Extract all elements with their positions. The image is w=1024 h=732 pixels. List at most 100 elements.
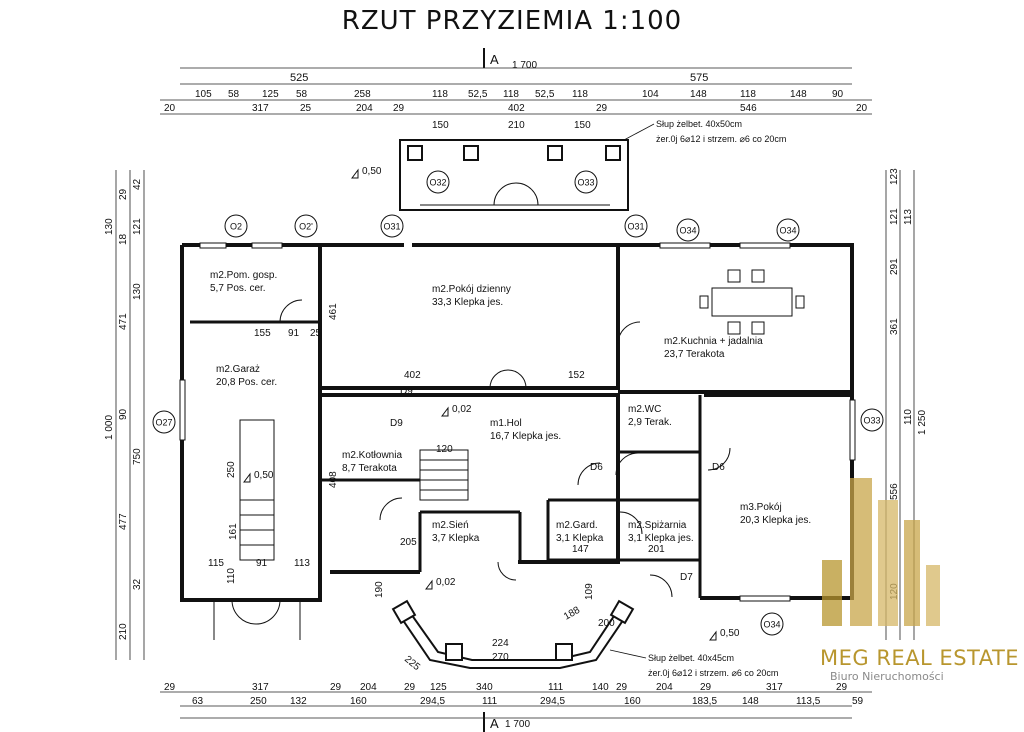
column-label: O34: [679, 226, 696, 236]
column-circle: [426, 170, 450, 194]
dim-bottom-main-0: 29: [164, 682, 176, 693]
dim-left-12: 32: [132, 578, 143, 590]
room-area: 3,7 Klepka: [432, 533, 480, 544]
dim-top-main-1: 317: [252, 103, 269, 114]
column-marker: O34: [676, 218, 700, 242]
dim-left-13: 90: [118, 408, 129, 420]
dim-right-7: 110: [903, 409, 914, 425]
dim-top-detail-4: 258: [354, 89, 371, 100]
dim-top-detail-13: 148: [790, 89, 807, 100]
dim-bottom-main-4: 29: [404, 682, 416, 693]
column-circle: [152, 410, 176, 434]
dim-top-detail-0: 105: [195, 89, 212, 100]
dim-bottom-detail-7: 160: [624, 696, 641, 707]
dim-bottom-main-1: 317: [252, 682, 269, 693]
section-mark-bottom: A: [483, 712, 499, 732]
inner-dim: 225: [402, 654, 422, 673]
dim-top-left: 525: [290, 72, 308, 84]
dim-porch-0: 150: [432, 120, 449, 131]
dim-bottom-main-2: 29: [330, 682, 342, 693]
dim-top-detail-3: 58: [296, 89, 308, 100]
column-marker: O27: [152, 410, 176, 434]
bottom-dimension-lines: [160, 691, 872, 719]
room-name: m2.Spiżarnia: [628, 520, 687, 531]
dim-top-main-6: 29: [596, 103, 608, 114]
dim-top-detail-14: 90: [832, 89, 844, 100]
dim-top-detail-12: 118: [740, 89, 756, 100]
dim-overall-bottom: 1 700: [505, 719, 530, 730]
dim-right-1: 123: [889, 168, 900, 185]
dim-bottom-detail-10: 113,5: [796, 696, 821, 707]
dim-left-3: 1 000: [104, 415, 115, 440]
column-marker: O34: [760, 612, 784, 636]
windows: [179, 242, 856, 602]
door-label: D6: [590, 462, 603, 473]
room-name: m2.Sień: [432, 520, 469, 531]
dim-left-2: 471: [118, 313, 129, 330]
inner-dim: 147: [572, 544, 589, 555]
door-swings: [279, 299, 731, 598]
room-area: 20,3 Klepka jes.: [740, 515, 811, 526]
top-dimension-lines: [160, 67, 872, 115]
dim-bottom-detail-4: 294,5: [420, 696, 445, 707]
column-circle: [624, 214, 648, 238]
column-circle: [380, 214, 404, 238]
inner-dim: 115: [208, 558, 224, 569]
watermark-logo: [822, 478, 940, 626]
column-circle: [860, 408, 884, 432]
inner-dim: 461: [328, 303, 339, 320]
dim-bottom-main-6: 340: [476, 682, 493, 693]
dim-top-detail-5: 118: [432, 89, 448, 100]
inner-dim: 152: [568, 370, 585, 381]
dim-right-3: 113: [903, 209, 914, 225]
dim-overall-top: 1 700: [512, 60, 537, 71]
room-name: m2.WC: [628, 404, 661, 415]
dim-bottom-detail-9: 148: [742, 696, 759, 707]
inner-dim: 250: [226, 461, 237, 478]
dim-top-detail-11: 148: [690, 89, 707, 100]
column-circle: [776, 218, 800, 242]
column-marker: O34: [776, 218, 800, 242]
dim-top-detail-10: 104: [642, 89, 659, 100]
room-name: m2.Gard.: [556, 520, 598, 531]
column-circle: [294, 214, 318, 238]
dim-right-8: 556: [889, 483, 900, 500]
inner-dim: 205: [400, 537, 417, 548]
porch-top: [399, 139, 629, 211]
porch-bottom: [391, 599, 635, 669]
level-value: 0,02: [436, 577, 456, 588]
dim-left-7: 130: [132, 283, 143, 300]
level-triangle: [351, 168, 359, 179]
dim-bottom-main-3: 204: [360, 682, 377, 693]
dim-right-5: 361: [889, 318, 900, 335]
room-name: m2.Garaż: [216, 364, 260, 375]
dim-top-main-7: 546: [740, 103, 757, 114]
column-circle: [574, 170, 598, 194]
room-name: m3.Pokój: [740, 502, 782, 513]
dim-bottom-detail-8: 183,5: [692, 696, 717, 707]
inner-dim: 402: [404, 370, 421, 381]
column-marker: O33: [860, 408, 884, 432]
inner-dim: 91: [288, 328, 300, 339]
room-name: m2.Pokój dzienny: [432, 284, 511, 295]
garage-door: [213, 599, 301, 640]
column-marker: O31: [624, 214, 648, 238]
column-label: O33: [577, 178, 594, 188]
inner-dim: 224: [492, 638, 509, 649]
dim-top-detail-9: 118: [572, 89, 588, 100]
dim-bottom-main-11: 29: [700, 682, 712, 693]
dim-bottom-detail-2: 132: [290, 696, 307, 707]
level-value: 0,50: [254, 470, 274, 481]
dim-porch-1: 210: [508, 120, 525, 131]
dim-right-2: 121: [889, 208, 900, 225]
column-marker: O2': [294, 214, 318, 238]
column-marker: O2: [224, 214, 248, 238]
column-label: O34: [763, 620, 780, 630]
section-label-bottom: A: [490, 716, 499, 731]
dim-top-main-2: 25: [300, 103, 312, 114]
dim-bottom-main-12: 317: [766, 682, 783, 693]
column-note-bottom-1: Słup żelbet. 40x45cm: [648, 653, 734, 663]
